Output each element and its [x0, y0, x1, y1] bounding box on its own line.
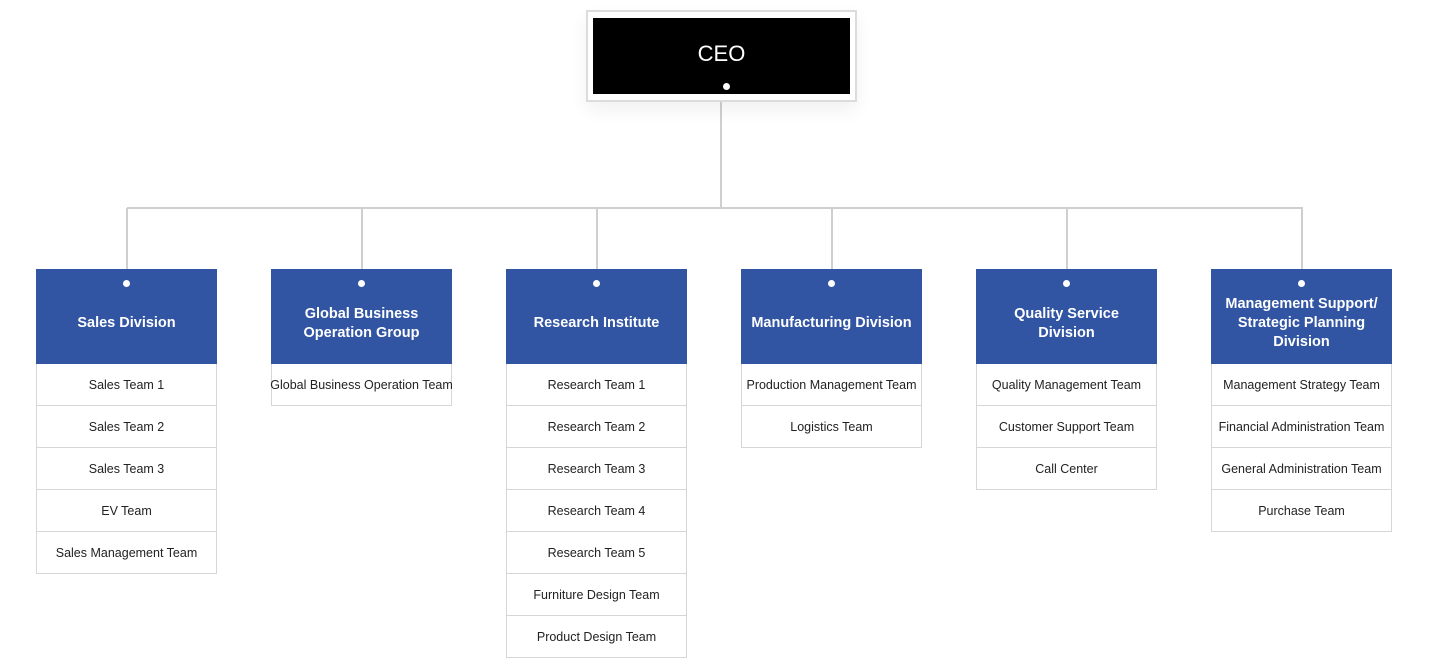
- team-item: Financial Administration Team: [1211, 406, 1392, 448]
- division-header: Sales Division: [36, 269, 217, 364]
- team-item: Sales Management Team: [36, 532, 217, 574]
- team-item: Research Team 2: [506, 406, 687, 448]
- division-manufacturing: Manufacturing Division Production Manage…: [741, 269, 922, 448]
- team-list: Quality Management Team Customer Support…: [976, 364, 1157, 490]
- division-header: Quality Service Division: [976, 269, 1157, 364]
- division-management-support: Management Support/ Strategic Planning D…: [1211, 269, 1392, 532]
- ceo-inner-box: CEO: [593, 18, 850, 94]
- team-item: Customer Support Team: [976, 406, 1157, 448]
- division-sales: Sales Division Sales Team 1 Sales Team 2…: [36, 269, 217, 574]
- division-title: Quality Service Division: [1014, 305, 1119, 341]
- division-title: Manufacturing Division: [751, 315, 912, 331]
- team-item: Research Team 1: [506, 364, 687, 406]
- team-list: Global Business Operation Team: [270, 364, 453, 406]
- division-header: Manufacturing Division: [741, 269, 922, 364]
- team-item: Research Team 5: [506, 532, 687, 574]
- division-title: Global Business Operation Group: [303, 305, 420, 341]
- division-connector-dot: [358, 280, 365, 287]
- team-item: Logistics Team: [741, 406, 922, 448]
- ceo-connector-dot: [723, 83, 730, 90]
- division-connector-dot: [1298, 280, 1305, 287]
- division-connector-dot: [828, 280, 835, 287]
- ceo-label: CEO: [697, 41, 746, 66]
- team-item: General Administration Team: [1211, 448, 1392, 490]
- division-header: Management Support/ Strategic Planning D…: [1211, 269, 1392, 364]
- division-connector-dot: [1063, 280, 1070, 287]
- division-header: Research Institute: [506, 269, 687, 364]
- division-research: Research Institute Research Team 1 Resea…: [506, 269, 687, 658]
- team-item: Call Center: [976, 448, 1157, 490]
- division-title: Sales Division: [77, 315, 176, 331]
- team-list: Research Team 1 Research Team 2 Research…: [506, 364, 687, 658]
- ceo-box: CEO: [586, 10, 857, 102]
- team-item: Research Team 4: [506, 490, 687, 532]
- division-title: Management Support/ Strategic Planning D…: [1225, 296, 1378, 350]
- division-header: Global Business Operation Group: [271, 269, 452, 364]
- division-connector-dot: [593, 280, 600, 287]
- team-item: Management Strategy Team: [1211, 364, 1392, 406]
- team-item: Sales Team 3: [36, 448, 217, 490]
- division-title: Research Institute: [533, 315, 660, 331]
- team-item: Research Team 3: [506, 448, 687, 490]
- team-list: Management Strategy Team Financial Admin…: [1211, 364, 1392, 532]
- team-list: Production Management Team Logistics Tea…: [741, 364, 922, 448]
- team-list: Sales Team 1 Sales Team 2 Sales Team 3 E…: [36, 364, 217, 574]
- team-item: Production Management Team: [741, 364, 922, 406]
- team-item: Quality Management Team: [976, 364, 1157, 406]
- team-item: Sales Team 1: [36, 364, 217, 406]
- division-connector-dot: [123, 280, 130, 287]
- division-global-business: Global Business Operation Group Global B…: [270, 269, 453, 406]
- division-quality-service: Quality Service Division Quality Managem…: [976, 269, 1157, 490]
- team-item: Sales Team 2: [36, 406, 217, 448]
- team-item: Global Business Operation Team: [270, 364, 453, 406]
- team-item: Purchase Team: [1211, 490, 1392, 532]
- team-item: Product Design Team: [506, 616, 687, 658]
- team-item: EV Team: [36, 490, 217, 532]
- team-item: Furniture Design Team: [506, 574, 687, 616]
